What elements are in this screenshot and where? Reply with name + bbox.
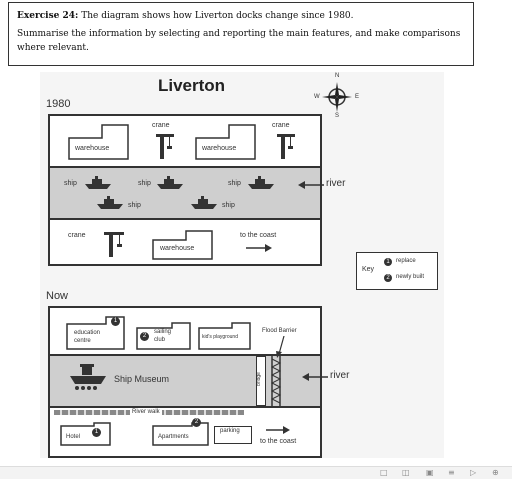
list-icon[interactable]: ≡ (448, 468, 455, 477)
compass-s: S (335, 113, 340, 119)
playground-building (198, 322, 251, 350)
ship-label-3: ship (228, 180, 241, 187)
key-text-2: newly built (396, 274, 425, 280)
crane-1980-b-label: crane (272, 122, 290, 129)
arrow-down-icon (276, 336, 285, 358)
crane-1980-c-label: crane (68, 232, 86, 239)
education-centre-building (66, 316, 125, 350)
key-title: Key (362, 266, 375, 273)
exercise-text: The diagram shows how Liverton docks cha… (81, 11, 354, 21)
exercise-instruction: Summarise the information by selecting a… (17, 29, 461, 53)
warehouse-1980-a-label: warehouse (75, 145, 110, 152)
ship-icon (248, 176, 274, 189)
ship-icon (85, 176, 111, 189)
parking-label: parking (220, 428, 240, 434)
compass-icon (322, 82, 352, 112)
comment-icon[interactable]: □ (380, 468, 388, 477)
river-now-label: river (330, 370, 350, 381)
badge-new: 2 (192, 418, 201, 427)
playground-label: kid's playground (202, 334, 238, 340)
warehouse-1980-c-label: warehouse (160, 245, 195, 252)
ship-label-5: ship (222, 202, 235, 209)
viewer-toolbar: □ ◫ ▣ ≡ ▷ ⊕ (0, 466, 512, 479)
to-coast-1980-label: to the coast (240, 232, 277, 239)
ship-icon (191, 196, 217, 209)
arrow-right-icon (246, 244, 272, 252)
compass-w: W (314, 94, 320, 100)
river-arrow-icon (298, 181, 324, 189)
map-title: Liverton (158, 76, 226, 95)
ship-label-2: ship (138, 180, 151, 187)
slideshow-icon[interactable]: ▣ (426, 468, 434, 477)
warehouse-1980-c (152, 230, 213, 260)
key-badge-2: 2 (384, 274, 392, 282)
sailing-club-building (136, 322, 191, 350)
parking-area (214, 426, 252, 444)
river-arrow-icon (302, 373, 328, 381)
year-now-label: Now (46, 290, 69, 302)
warehouse-1980-b (195, 124, 256, 160)
badge-replace: 1 (92, 428, 101, 437)
docks-map: Liverton N W E S 1980 warehouse warehous… (40, 72, 444, 458)
compass-e: E (355, 94, 360, 100)
crane-icon (156, 134, 174, 159)
ship-label-1: ship (64, 180, 77, 187)
bridge (256, 356, 266, 406)
warehouse-1980-a (68, 124, 129, 160)
river-walk-label: River walk (130, 409, 162, 415)
river-1980-label: river (326, 178, 346, 189)
badge-replace: 1 (111, 317, 120, 326)
badge-new: 2 (140, 332, 149, 341)
exercise-label: Exercise 24: (17, 11, 79, 21)
crane-1980-a-label: crane (152, 122, 170, 129)
zoom-icon[interactable]: ⊕ (492, 468, 499, 477)
flood-barrier-label: Flood Barrier (262, 328, 297, 334)
ship-museum-icon (70, 364, 106, 390)
key-box (356, 252, 438, 290)
key-badge-1: 1 (384, 258, 392, 266)
exercise-line: Exercise 24: The diagram shows how Liver… (17, 9, 465, 23)
ship-museum-label: Ship Museum (114, 374, 170, 384)
ship-icon (157, 176, 183, 189)
play-icon[interactable]: ▷ (470, 468, 477, 477)
bridge-label: bridge (255, 372, 262, 386)
key-text-1: replace (396, 258, 416, 264)
compass-n: N (335, 73, 340, 79)
crane-icon (104, 232, 124, 257)
apartments-building (152, 422, 209, 446)
copy-icon[interactable]: ◫ (402, 468, 410, 477)
hotel-label: Hotel (66, 434, 81, 440)
arrow-right-icon (266, 426, 290, 434)
to-coast-now-label: to the coast (260, 438, 297, 445)
flood-barrier (270, 356, 282, 406)
warehouse-1980-b-label: warehouse (202, 145, 237, 152)
apartments-label: Apartments (158, 434, 189, 440)
ship-label-4: ship (128, 202, 141, 209)
crane-icon (277, 134, 295, 159)
exercise-box: Exercise 24: The diagram shows how Liver… (8, 2, 474, 66)
education-centre-label: education centre (74, 330, 101, 344)
sailing-club-label: sailing club (154, 329, 172, 343)
ship-icon (97, 196, 123, 209)
year-1980-label: 1980 (46, 98, 71, 110)
